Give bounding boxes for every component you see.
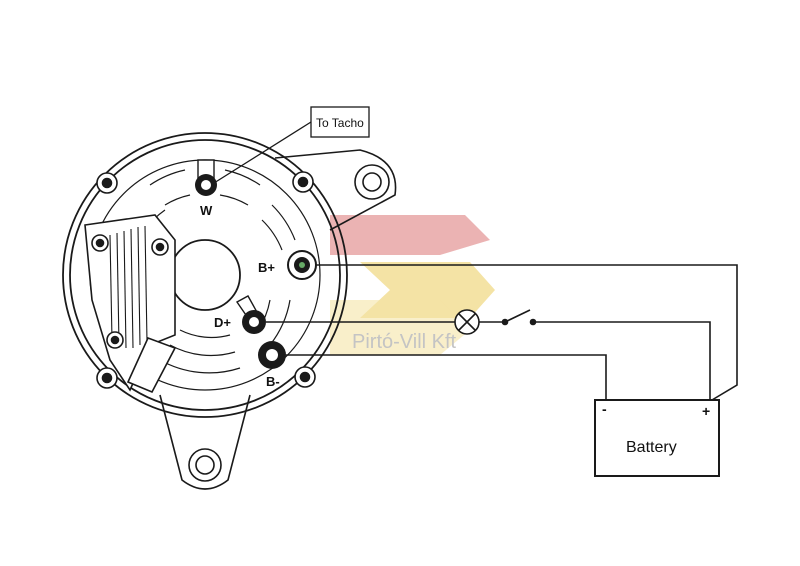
bolt-top-left — [96, 172, 118, 194]
to-tacho-label: To Tacho — [316, 116, 364, 130]
alternator-body — [62, 132, 348, 418]
terminal-b-plus — [287, 250, 317, 280]
terminal-w — [195, 159, 217, 196]
right-mounting-ear — [274, 149, 397, 231]
voltage-regulator — [84, 214, 177, 394]
corner-bolts — [96, 171, 316, 389]
battery-label: Battery — [626, 439, 677, 456]
battery-plus-label: + — [702, 403, 710, 419]
watermark-text: Pirtó-Vill Kft — [352, 331, 457, 353]
bolt-bottom-left — [96, 367, 118, 389]
bolt-top-right — [292, 171, 314, 193]
label-d-plus: D+ — [214, 315, 231, 330]
terminal-d-plus — [235, 295, 266, 334]
to-tacho-box — [310, 106, 370, 138]
battery-box — [594, 399, 720, 477]
bolt-bottom-right — [294, 366, 316, 388]
terminal-b-minus — [258, 341, 286, 369]
watermark-logo — [330, 215, 495, 355]
label-b-plus: B+ — [258, 260, 275, 275]
shaft-hole — [169, 239, 241, 311]
warning-lamp-icon — [454, 309, 480, 335]
battery-minus-label: - — [602, 401, 607, 417]
label-b-minus: B- — [266, 374, 280, 389]
label-w: W — [200, 203, 213, 218]
wire-b-minus — [286, 354, 607, 400]
wiring — [266, 264, 738, 401]
bottom-mounting-ear — [159, 394, 251, 490]
ignition-switch-icon — [501, 309, 537, 326]
tacho-leader-line — [213, 121, 312, 184]
wire-b-plus — [316, 264, 738, 401]
